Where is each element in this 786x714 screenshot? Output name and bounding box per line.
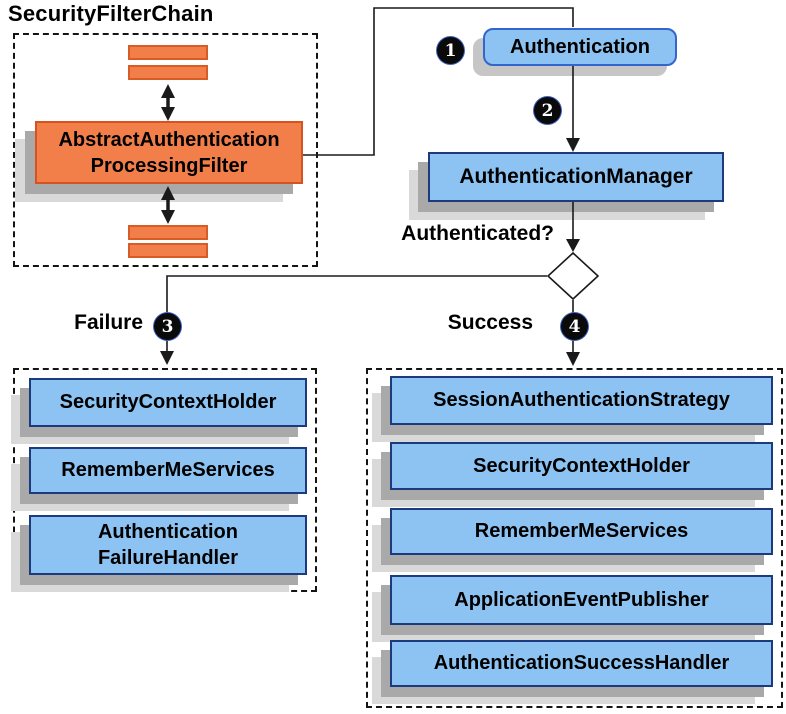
filter-bar-2 bbox=[128, 65, 208, 80]
step-4-badge: 4 bbox=[561, 313, 588, 340]
step-2-badge: 2 bbox=[534, 97, 561, 124]
failure-item-security-context-holder: SecurityContextHolder bbox=[29, 378, 307, 427]
failure-item-authentication-failure-handler: Authentication FailureHandler bbox=[29, 515, 307, 575]
step-1-badge: 1 bbox=[437, 37, 464, 64]
authentication-manager-node: AuthenticationManager bbox=[428, 152, 724, 202]
arrowhead-success bbox=[566, 352, 580, 366]
failure-handlers-container bbox=[13, 368, 317, 592]
security-filter-chain-title: SecurityFilterChain bbox=[8, 1, 214, 26]
filter-bar-4 bbox=[128, 243, 208, 258]
filter-bar-3 bbox=[128, 225, 208, 240]
filter-bar-1 bbox=[128, 45, 208, 60]
failure-item-remember-me-services: RememberMeServices bbox=[29, 447, 307, 494]
success-handlers-container bbox=[366, 368, 783, 708]
decision-diamond bbox=[546, 251, 600, 301]
success-item-security-context-holder: SecurityContextHolder bbox=[390, 442, 773, 490]
authenticated-question-label: Authenticated? bbox=[401, 222, 554, 245]
arrowhead-into-decision bbox=[566, 239, 580, 252]
authentication-node: Authentication bbox=[483, 28, 677, 66]
arrowhead-into-manager bbox=[566, 138, 580, 152]
step-3-badge: 3 bbox=[154, 313, 181, 340]
success-item-application-event-publisher: ApplicationEventPublisher bbox=[390, 575, 773, 625]
success-label: Success bbox=[447, 311, 533, 334]
success-item-authentication-success-handler: AuthenticationSuccessHandler bbox=[390, 640, 773, 687]
abstract-authentication-processing-filter-node: AbstractAuthentication ProcessingFilter bbox=[35, 121, 303, 184]
arrowhead-failure bbox=[160, 351, 174, 365]
success-item-session-authentication-strategy: SessionAuthenticationStrategy bbox=[390, 376, 773, 425]
failure-label: Failure bbox=[74, 311, 143, 334]
success-item-remember-me-services: RememberMeServices bbox=[390, 508, 773, 555]
